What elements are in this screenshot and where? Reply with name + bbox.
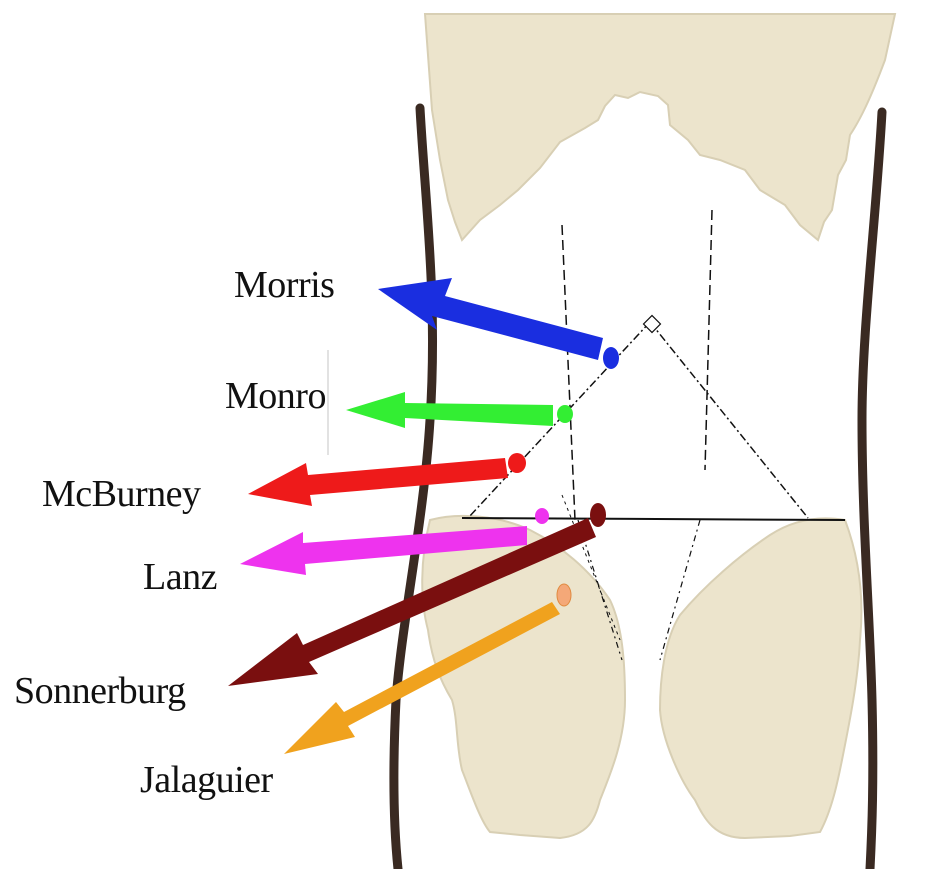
label-monro: Monro (225, 375, 326, 417)
pelvis-right (660, 518, 861, 838)
morris-arrow (378, 278, 619, 369)
interspinous-line (462, 518, 845, 520)
mcburney-point (508, 453, 526, 473)
midclavicular-line-left (705, 210, 712, 470)
morris-arrow-shape (378, 278, 603, 360)
label-sonnerburg: Sonnerburg (14, 670, 186, 712)
right-flank-outline (862, 112, 882, 869)
rib-cage (425, 14, 895, 240)
monro-point (557, 405, 573, 423)
mcburney-arrow (248, 453, 526, 506)
label-mcburney: McBurney (42, 473, 201, 515)
label-jalaguier: Jalaguier (140, 759, 274, 801)
right-angle-marker (644, 316, 661, 333)
umbilicus-to-left-spine-line (650, 322, 808, 518)
label-lanz: Lanz (143, 556, 217, 598)
label-morris: Morris (234, 264, 334, 306)
left-flank-outline (394, 108, 433, 869)
midclavicular-line-right (562, 225, 575, 520)
mcburney-arrow-shape (248, 458, 508, 506)
monro-arrow (346, 392, 573, 428)
monro-arrow-shape (346, 392, 553, 428)
sonnerburg-point (590, 503, 606, 527)
lanz-point (535, 508, 549, 524)
morris-point (603, 347, 619, 369)
jalaguier-point (557, 584, 571, 606)
